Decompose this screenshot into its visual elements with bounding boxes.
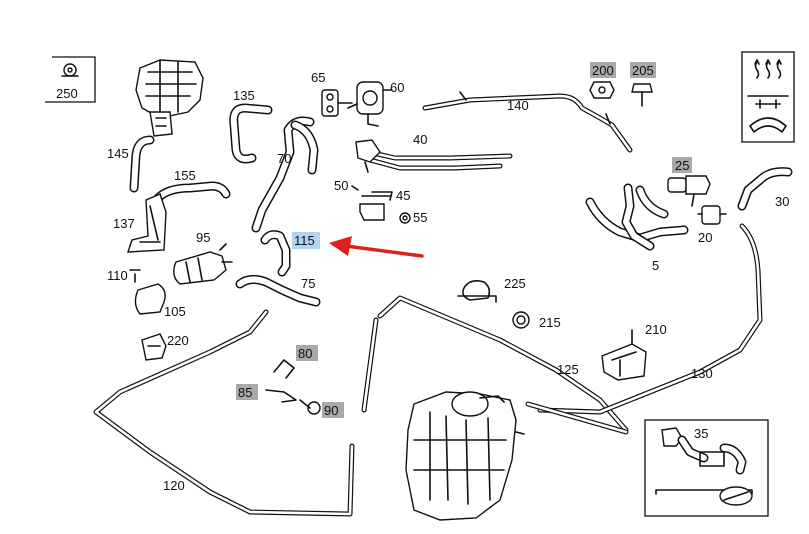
highlight-25 bbox=[672, 157, 692, 173]
bracket-45 bbox=[351, 185, 393, 221]
clip-80 bbox=[273, 359, 295, 379]
part-220 bbox=[141, 333, 167, 361]
clip-225 bbox=[457, 280, 497, 303]
label-30: 30 bbox=[775, 194, 789, 209]
nut-55 bbox=[399, 212, 411, 224]
highlight-80 bbox=[296, 345, 318, 361]
label-125: 125 bbox=[557, 362, 579, 377]
clip-85 bbox=[265, 389, 297, 403]
label-200: 200 bbox=[592, 63, 614, 78]
label-220: 220 bbox=[167, 333, 189, 348]
label-250: 250 bbox=[56, 86, 78, 101]
label-145: 145 bbox=[107, 146, 129, 161]
label-70: 70 bbox=[277, 151, 291, 166]
label-25: 25 bbox=[675, 158, 689, 173]
label-90: 90 bbox=[324, 403, 338, 418]
label-20: 20 bbox=[698, 230, 712, 245]
label-110: 110 bbox=[107, 268, 128, 283]
label-5: 5 bbox=[652, 258, 659, 273]
highlight-205 bbox=[630, 62, 656, 78]
part-105 bbox=[134, 283, 166, 315]
hose-30 bbox=[737, 167, 793, 211]
pipe-140 bbox=[422, 91, 633, 153]
label-60: 60 bbox=[390, 80, 404, 95]
label-85: 85 bbox=[238, 385, 252, 400]
label-120: 120 bbox=[163, 478, 185, 493]
label-215: 215 bbox=[539, 315, 561, 330]
label-40: 40 bbox=[413, 132, 427, 147]
inset-35-box bbox=[644, 419, 769, 517]
label-105: 105 bbox=[164, 304, 186, 319]
bolt-90 bbox=[299, 399, 321, 415]
pipe-130 bbox=[525, 223, 763, 435]
highlight-200 bbox=[590, 62, 616, 78]
pipe-120 bbox=[93, 309, 355, 517]
label-55: 55 bbox=[413, 210, 427, 225]
highlight-85 bbox=[236, 384, 258, 400]
label-65: 65 bbox=[311, 70, 325, 85]
label-205: 205 bbox=[632, 63, 654, 78]
label-137: 137 bbox=[113, 216, 135, 231]
hose-assembly-5 bbox=[585, 183, 689, 251]
pipe-125 bbox=[361, 295, 629, 433]
label-135: 135 bbox=[233, 88, 255, 103]
part-250-box bbox=[45, 56, 96, 103]
label-80: 80 bbox=[298, 346, 312, 361]
expansion-tank bbox=[405, 391, 525, 521]
highlight-115 bbox=[292, 232, 320, 249]
heater-valve-block bbox=[135, 59, 204, 137]
hose-75 bbox=[235, 274, 321, 307]
label-225: 225 bbox=[504, 276, 526, 291]
hose-70 bbox=[251, 116, 319, 233]
label-35: 35 bbox=[694, 426, 708, 441]
valve-60 bbox=[347, 81, 393, 127]
label-155: 155 bbox=[174, 168, 196, 183]
pump-95 bbox=[173, 243, 233, 285]
connector-20 bbox=[697, 205, 727, 225]
bracket-137 bbox=[127, 193, 167, 253]
nut-200 bbox=[589, 81, 615, 99]
highlight-90 bbox=[322, 402, 344, 418]
label-95: 95 bbox=[196, 230, 210, 245]
hose-145 bbox=[129, 135, 155, 193]
label-75: 75 bbox=[301, 276, 315, 291]
hose-135 bbox=[229, 103, 273, 164]
label-210: 210 bbox=[645, 322, 667, 337]
bolt-205 bbox=[631, 83, 653, 107]
clip-215 bbox=[512, 311, 530, 329]
label-45: 45 bbox=[396, 188, 410, 203]
label-140: 140 bbox=[507, 98, 529, 113]
hose-155 bbox=[153, 181, 231, 203]
heater-icon-box bbox=[741, 51, 795, 143]
label-130: 130 bbox=[691, 366, 713, 381]
highlight-arrow bbox=[329, 236, 424, 258]
sensor-25 bbox=[667, 175, 711, 207]
label-115: 115 bbox=[294, 233, 315, 248]
part-110 bbox=[129, 269, 141, 283]
bracket-210 bbox=[601, 329, 647, 381]
pipes-40 bbox=[355, 139, 513, 173]
bracket-65 bbox=[321, 89, 353, 117]
label-50: 50 bbox=[334, 178, 348, 193]
hose-115 bbox=[260, 230, 291, 277]
